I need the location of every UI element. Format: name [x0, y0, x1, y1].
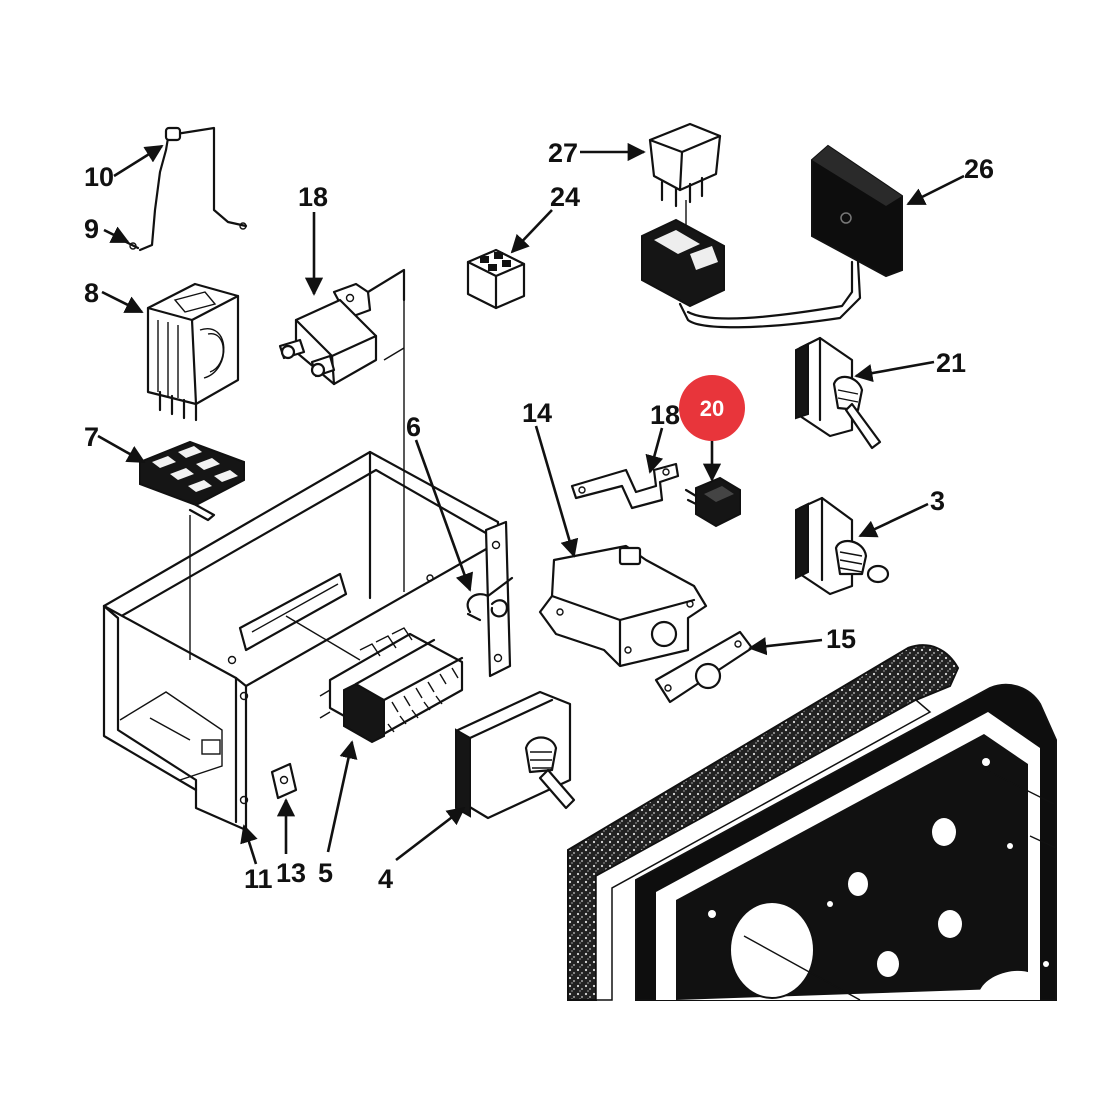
part-14-circuit-breaker	[538, 544, 708, 668]
front-panel	[635, 683, 1057, 1001]
badge-circle	[679, 375, 745, 441]
gasket-foam	[567, 644, 960, 1001]
callout-8: 8	[84, 278, 99, 308]
part-4-toggle-switch	[455, 690, 576, 820]
part-18-lower-bracket	[570, 462, 680, 510]
callout-21: 21	[936, 348, 966, 378]
callout-7: 7	[84, 422, 99, 452]
callout-18-lower: 18	[650, 400, 680, 430]
highlight-badge-20[interactable]: 20	[679, 375, 745, 441]
part-21-toggle-switch	[795, 336, 882, 450]
callout-18-upper: 18	[298, 182, 328, 212]
callout-15: 15	[826, 624, 856, 654]
callout-11: 11	[244, 864, 273, 894]
callout-3: 3	[930, 486, 945, 516]
part-13-nut	[270, 762, 298, 800]
callout-6: 6	[406, 412, 421, 442]
part-11-mounting-box	[102, 300, 512, 832]
part-8-relay	[146, 282, 240, 422]
part-6-spring-clip	[466, 576, 514, 622]
part-3-push-switch	[795, 496, 890, 596]
part-7-terminal-block	[139, 440, 245, 522]
callout-24: 24	[550, 182, 580, 212]
part-15-switch-plate	[654, 630, 754, 704]
callout-26: 26	[964, 154, 994, 184]
part-10-wire	[138, 126, 248, 252]
part-18-upper-resistor	[278, 268, 406, 386]
callout-4: 4	[378, 864, 393, 894]
callout-14: 14	[522, 398, 552, 428]
badge-label: 20	[700, 396, 724, 421]
part-24-connector	[466, 248, 526, 310]
part-5-terminal-strip	[319, 627, 464, 744]
callout-10: 10	[84, 162, 114, 192]
part-26-panel	[811, 144, 903, 278]
part-27-relay-socket	[641, 122, 862, 329]
callout-5: 5	[318, 858, 333, 888]
callout-13: 13	[276, 858, 306, 888]
part-20-relay-cube	[684, 476, 741, 528]
callout-9: 9	[84, 214, 99, 244]
callout-27: 27	[548, 138, 578, 168]
